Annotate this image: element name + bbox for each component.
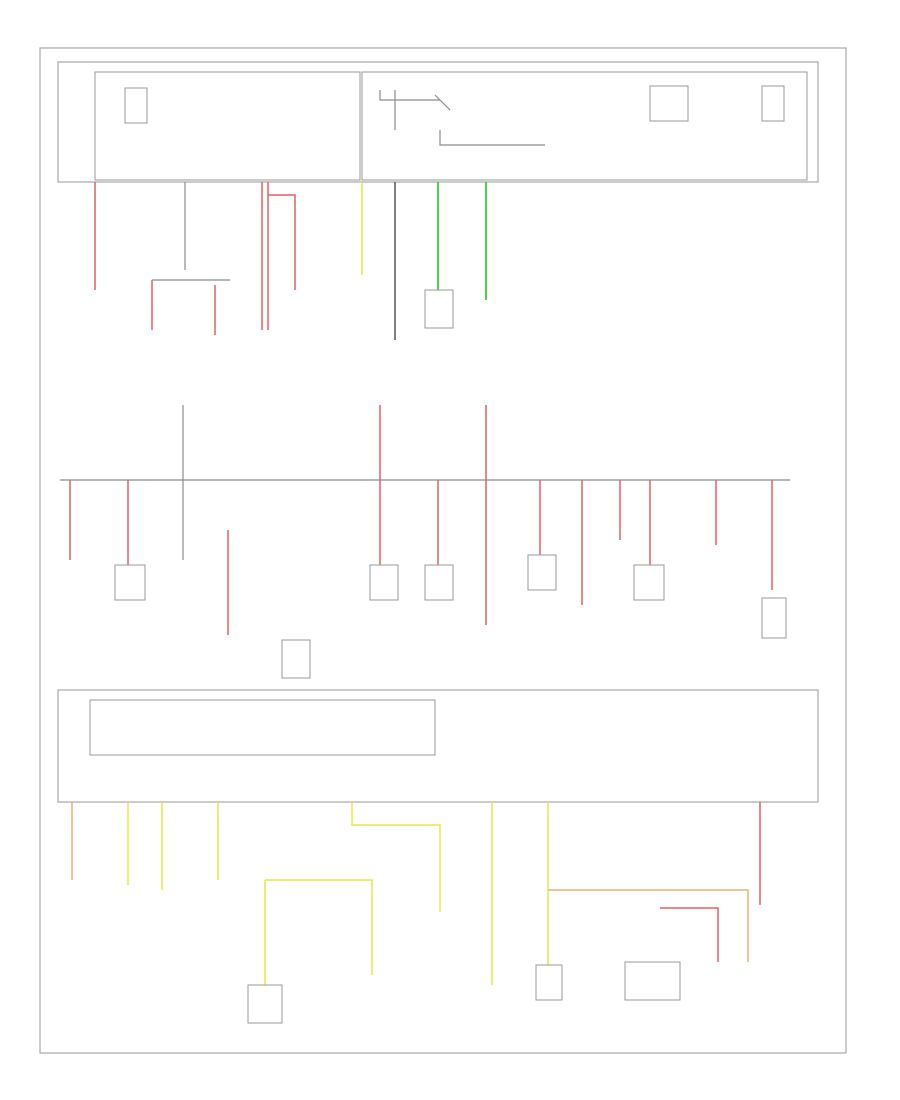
component-mid-2 <box>369 564 399 601</box>
relay-switch-contacts <box>379 90 545 146</box>
outer-border <box>39 47 847 1054</box>
wire-low-yellow-5 <box>265 879 373 975</box>
lower-wire-set <box>71 802 761 1024</box>
lower-block-inner <box>89 699 436 756</box>
component-mid-1 <box>114 564 146 601</box>
wire-low-orange-bus <box>548 889 749 962</box>
component-low-2 <box>535 964 563 1001</box>
middle-wire-set <box>60 405 790 679</box>
component-mid-7 <box>281 639 311 679</box>
wire-red-branch <box>268 194 296 290</box>
upper-wire-set <box>94 182 487 340</box>
relay-box-1 <box>124 87 148 124</box>
component-upper-1 <box>424 289 454 329</box>
component-mid-4 <box>527 554 557 591</box>
component-low-1 <box>247 984 283 1024</box>
component-mid-3 <box>424 564 454 601</box>
relay-box-2 <box>649 85 689 122</box>
top-fuse-block <box>57 61 819 183</box>
component-mid-6 <box>761 597 787 639</box>
component-mid-5 <box>633 564 665 601</box>
fuse-block-inner-right <box>361 71 808 181</box>
component-low-3 <box>624 961 681 1001</box>
wire-low-yellow-4 <box>351 802 441 912</box>
lower-block-outline <box>57 689 819 803</box>
relay-box-3 <box>761 85 785 122</box>
wire-low-red-bus <box>660 907 719 962</box>
lower-fuse-block <box>57 689 819 803</box>
